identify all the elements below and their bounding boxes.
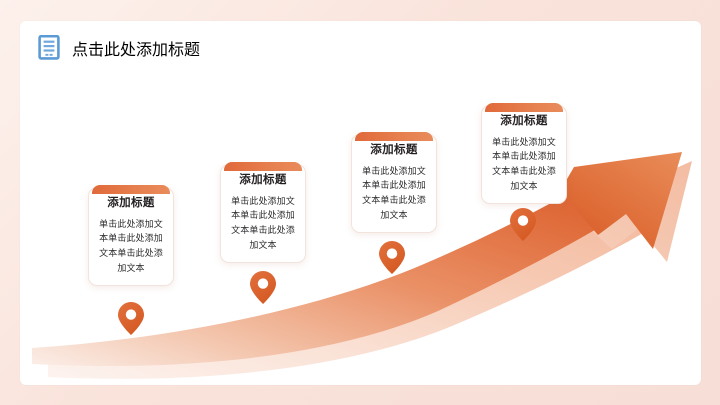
- card-title: 添加标题: [500, 115, 548, 127]
- card-accent-bar: [355, 132, 433, 141]
- card-title: 添加标题: [239, 174, 287, 186]
- document-list-icon: [38, 35, 60, 60]
- map-pin-icon[interactable]: [379, 241, 405, 274]
- card-title: 添加标题: [107, 197, 155, 209]
- card-accent-bar: [485, 103, 563, 112]
- card-title: 添加标题: [370, 144, 418, 156]
- page-title: 点击此处添加标题: [72, 41, 201, 59]
- card-accent-bar: [224, 162, 302, 171]
- map-pin-icon[interactable]: [118, 302, 144, 335]
- slide-canvas: 点击此处添加标题: [20, 21, 701, 385]
- card-body: 单击此处添加文本单击此处添加文本单击此处添加文本: [99, 218, 163, 274]
- content-card[interactable]: 添加标题 单击此处添加文本单击此处添加文本单击此处添加文本: [220, 162, 306, 264]
- content-card[interactable]: 添加标题 单击此处添加文本单击此处添加文本单击此处添加文本: [351, 132, 437, 234]
- content-card[interactable]: 添加标题 单击此处添加文本单击此处添加文本单击此处添加文本: [88, 185, 174, 287]
- card-body: 单击此处添加文本单击此处添加文本单击此处添加文本: [492, 136, 556, 192]
- card-body: 单击此处添加文本单击此处添加文本单击此处添加文本: [362, 165, 426, 221]
- card-accent-bar: [92, 185, 170, 194]
- card-body: 单击此处添加文本单击此处添加文本单击此处添加文本: [231, 195, 295, 251]
- map-pin-icon[interactable]: [510, 208, 536, 241]
- content-card[interactable]: 添加标题 单击此处添加文本单击此处添加文本单击此处添加文本: [481, 103, 567, 205]
- slide-header: 点击此处添加标题: [38, 35, 200, 60]
- map-pin-icon[interactable]: [250, 271, 276, 304]
